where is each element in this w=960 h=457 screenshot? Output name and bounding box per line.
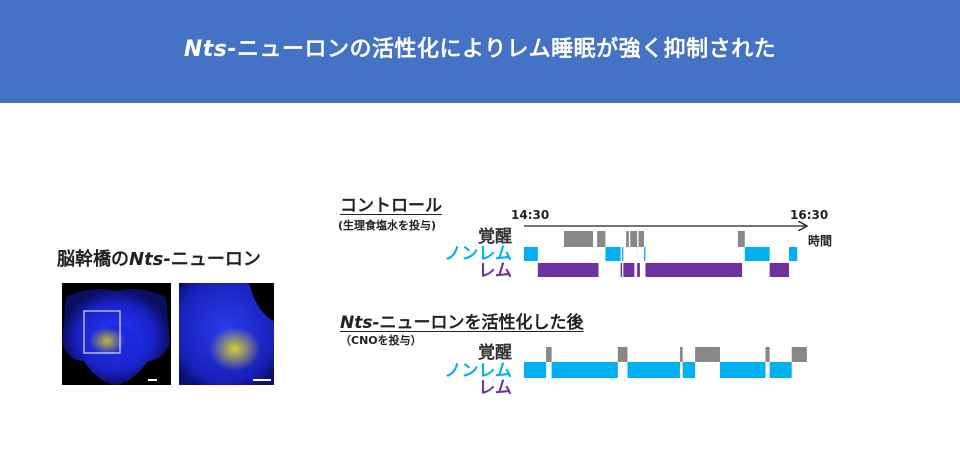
cno-nrem-bar	[524, 362, 798, 378]
brain-section-overview-drawing	[62, 283, 171, 385]
control-rem-episode	[623, 263, 635, 277]
title-text: ニューロンの活性化によりレム睡眠が強く抑制された	[237, 36, 777, 62]
axis-start-time: 14:30	[511, 208, 550, 222]
cno-heading-text: ニューロンを活性化した後	[379, 313, 584, 333]
control-rem-episode	[620, 263, 623, 277]
brainstem-heading: 脳幹橋のNts-ニューロン	[57, 245, 261, 271]
cno-wake-label: 覚醒	[478, 343, 512, 363]
control-wake-label: 覚醒	[478, 227, 512, 247]
cno-nrem-label: ノンレム	[444, 361, 512, 381]
control-rem-label: レム	[478, 261, 512, 281]
control-nrem-gap	[638, 247, 645, 261]
title-gene-name: Nts-	[183, 36, 238, 62]
cno-rem-label: レム	[478, 378, 512, 398]
control-wake-episode	[597, 231, 606, 247]
cno-wake-episode	[617, 347, 628, 362]
brainstem-heading-prefix: 脳幹橋の	[57, 249, 129, 270]
cno-wake-episode	[765, 347, 770, 362]
control-rem-episode	[645, 263, 743, 277]
control-nrem-gap	[637, 247, 640, 261]
brainstem-heading-gene: Nts-	[129, 249, 171, 270]
control-rem-episode	[537, 263, 599, 277]
slide-title: Nts-ニューロンの活性化によりレム睡眠が強く抑制された	[184, 31, 776, 63]
cno-heading: Nts-ニューロンを活性化した後	[340, 308, 584, 333]
cno-wake-episode	[546, 347, 552, 362]
control-heading: コントロール	[340, 196, 442, 216]
control-nrem-gap	[597, 247, 606, 261]
cno-note: （CNOを投与）	[340, 334, 422, 347]
brain-section-zoom-drawing	[179, 283, 274, 385]
control-rem-episode	[769, 263, 789, 277]
control-wake-episode	[630, 231, 638, 247]
title-banner: Nts-ニューロンの活性化によりレム睡眠が強く抑制された	[0, 0, 960, 103]
brainstem-heading-suffix: ニューロン	[170, 249, 261, 270]
cno-nrem-gap	[695, 362, 720, 378]
control-nrem-gap	[620, 247, 623, 261]
cno-wake-episode	[791, 347, 807, 362]
axis-unit-label: 時間	[808, 234, 833, 248]
cno-heading-gene: Nts-	[340, 313, 380, 333]
control-nrem-gap	[645, 247, 743, 261]
control-nrem-label: ノンレム	[444, 244, 512, 264]
axis-end-time: 16:30	[790, 208, 829, 222]
cno-nrem-gap	[791, 362, 807, 378]
brain-section-zoom-image	[179, 283, 274, 385]
control-wake-episode	[737, 231, 745, 247]
control-nrem-gap	[769, 247, 789, 261]
control-nrem-gap	[623, 247, 635, 261]
brain-section-overview-image	[62, 283, 171, 385]
control-rem-episode	[637, 263, 640, 277]
control-wake-episode	[564, 231, 593, 247]
cno-nrem-gap	[765, 362, 770, 378]
cno-nrem-gap	[617, 362, 628, 378]
cno-wake-episode	[679, 347, 683, 362]
cno-wake-episode	[695, 347, 720, 362]
control-wake-episode	[626, 231, 629, 247]
control-note: (生理食塩水を投与)	[338, 219, 437, 232]
control-nrem-gap	[537, 247, 599, 261]
cno-nrem-gap	[679, 362, 683, 378]
cno-nrem-gap	[546, 362, 552, 378]
control-wake-episode	[638, 231, 645, 247]
